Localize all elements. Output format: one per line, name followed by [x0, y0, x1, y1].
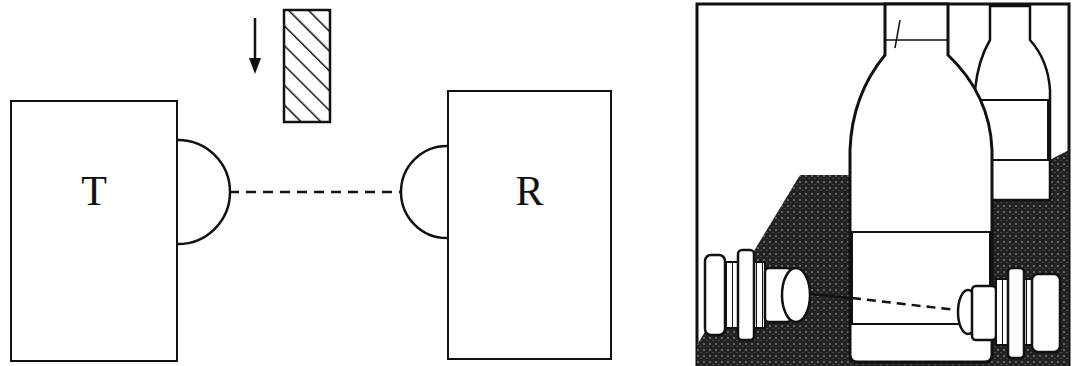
- bottle-illustration: [697, 4, 1069, 366]
- motion-arrowhead: [249, 58, 261, 74]
- motion-arrow: [254, 18, 257, 62]
- lens: [401, 146, 447, 238]
- object: [284, 10, 330, 122]
- unit-label: R: [449, 170, 610, 212]
- lens: [178, 140, 230, 244]
- unit-label: T: [12, 170, 176, 212]
- unit-box: T: [10, 100, 178, 362]
- unit-box: R: [447, 90, 612, 360]
